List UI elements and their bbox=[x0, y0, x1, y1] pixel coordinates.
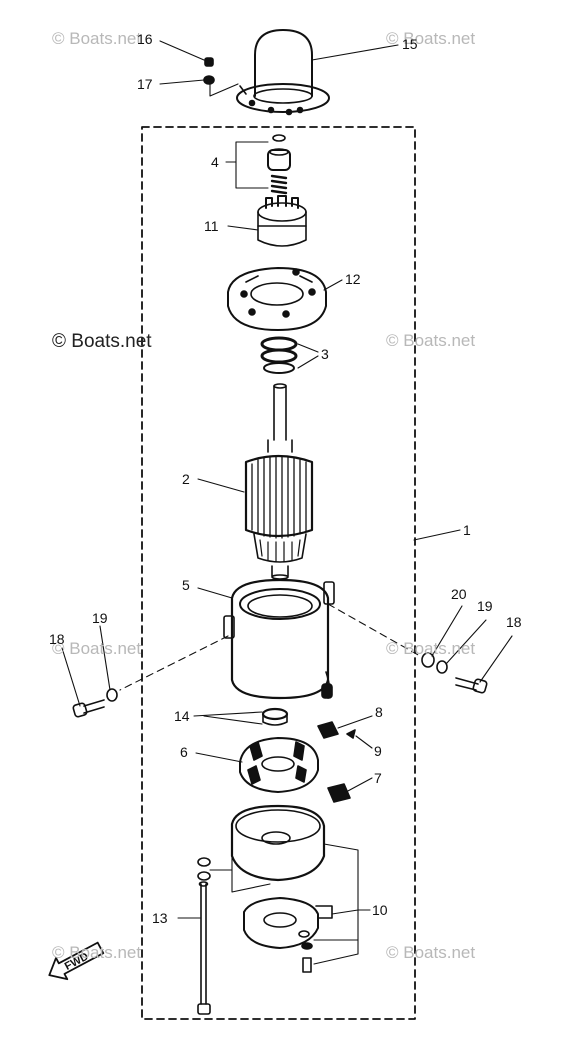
callout-10: 10 bbox=[372, 902, 388, 918]
callout-5: 5 bbox=[182, 577, 190, 593]
callout-7: 7 bbox=[374, 770, 382, 786]
part-19-washer-right bbox=[436, 660, 448, 674]
part-16-screw bbox=[204, 57, 214, 67]
part-7-brush bbox=[327, 783, 351, 803]
watermark: © Boats.net bbox=[52, 331, 152, 352]
leader-lines bbox=[61, 40, 513, 965]
part-9-screw bbox=[346, 729, 356, 739]
part-13-through-bolt bbox=[197, 881, 211, 1015]
part-12-stopper-plate bbox=[227, 267, 327, 331]
callout-20: 20 bbox=[451, 586, 467, 602]
part-2-armature bbox=[244, 383, 314, 580]
part-15-cover bbox=[236, 29, 330, 116]
watermark: © Boats.net bbox=[52, 29, 142, 48]
callout-9: 9 bbox=[374, 743, 382, 759]
part-18-bolt-left bbox=[72, 699, 105, 718]
part-4-stop-spring bbox=[267, 134, 291, 195]
callout-3: 3 bbox=[321, 346, 329, 362]
part-19-washer-left bbox=[106, 688, 118, 702]
part-14-grommet bbox=[261, 707, 289, 726]
callout-2: 2 bbox=[182, 471, 190, 487]
watermark: © Boats.net bbox=[52, 943, 142, 962]
watermark: © Boats.net bbox=[386, 943, 476, 962]
callout-18-right: 18 bbox=[506, 614, 522, 630]
watermark: © Boats.net bbox=[386, 331, 476, 350]
callout-18-left: 18 bbox=[49, 631, 65, 647]
part-5-yoke bbox=[223, 578, 335, 700]
callout-19-right: 19 bbox=[477, 598, 493, 614]
callout-11: 11 bbox=[204, 218, 219, 234]
callout-13: 13 bbox=[152, 910, 168, 926]
callout-8: 8 bbox=[375, 704, 383, 720]
watermark: © Boats.net bbox=[386, 639, 476, 658]
callout-15: 15 bbox=[402, 36, 418, 52]
part-10-end-bracket bbox=[197, 804, 333, 973]
callout-19-left: 19 bbox=[92, 610, 108, 626]
part-8-brush bbox=[317, 721, 339, 739]
callout-6: 6 bbox=[180, 744, 188, 760]
watermark: © Boats.net bbox=[52, 639, 142, 658]
callout-1: 1 bbox=[463, 522, 471, 538]
part-18-bolt-right bbox=[455, 677, 488, 694]
part-3-washers bbox=[260, 336, 298, 374]
callout-14: 14 bbox=[174, 708, 190, 724]
callout-12: 12 bbox=[345, 271, 361, 287]
part-6-brush-holder bbox=[239, 737, 319, 793]
part-20-washer-right bbox=[421, 652, 435, 668]
callout-16: 16 bbox=[137, 31, 153, 47]
callout-17: 17 bbox=[137, 76, 153, 92]
watermark: © Boats.net bbox=[386, 29, 476, 48]
part-17-washer bbox=[203, 75, 215, 85]
callout-4: 4 bbox=[211, 154, 219, 170]
part-11-pinion bbox=[257, 195, 307, 247]
assembly-boundary bbox=[141, 126, 416, 1020]
